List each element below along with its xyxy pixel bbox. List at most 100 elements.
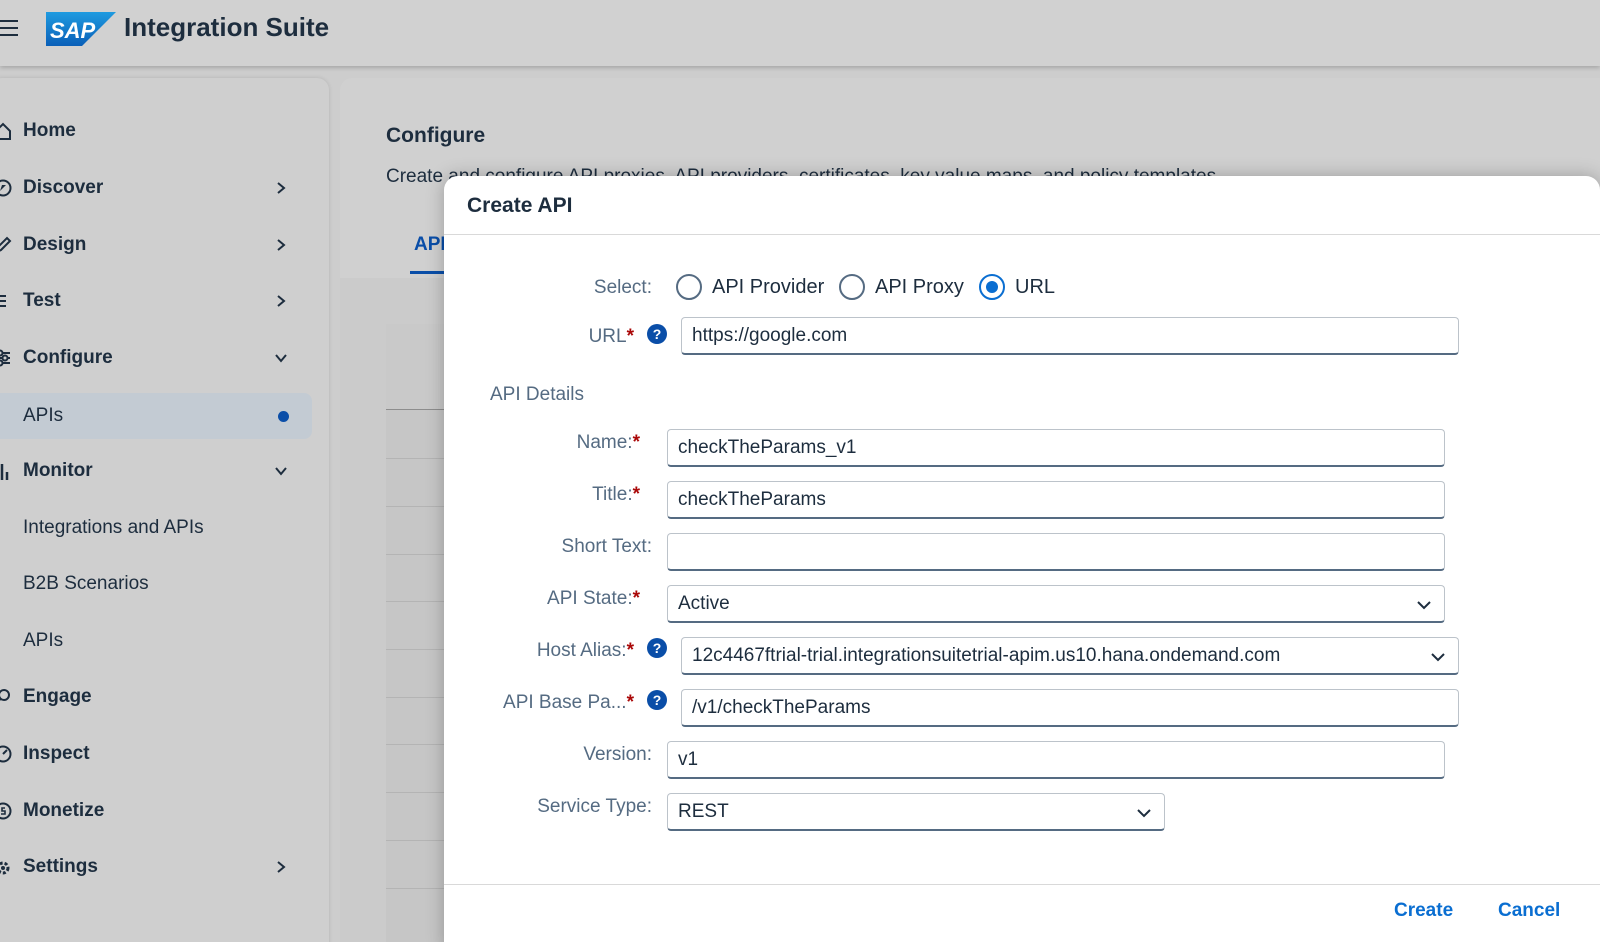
api-state-select[interactable]: Active <box>667 585 1445 623</box>
help-icon[interactable]: ? <box>647 690 667 710</box>
host-alias-value: 12c4467ftrial-trial.integrationsuitetria… <box>692 644 1281 666</box>
create-button[interactable]: Create <box>1394 900 1454 921</box>
chart-icon <box>0 464 9 480</box>
nav-item-apis-selected[interactable]: APIs <box>0 393 312 439</box>
service-type-label: Service Type: <box>537 796 652 817</box>
radio-label: URL <box>1015 275 1056 298</box>
required-mark: * <box>632 432 640 453</box>
version-input[interactable]: v1 <box>667 741 1445 779</box>
service-type-select[interactable]: REST <box>667 793 1165 831</box>
nav-label: APIs <box>23 405 64 426</box>
chevron-right-icon <box>277 861 286 873</box>
radio-circle-selected[interactable] <box>979 274 1005 300</box>
nav-item-monitor-apis[interactable]: APIs <box>0 618 310 664</box>
host-alias-select[interactable]: 12c4467ftrial-trial.integrationsuitetria… <box>681 637 1459 675</box>
name-label: Name:* <box>524 432 640 454</box>
required-mark: * <box>626 326 634 347</box>
pencil-icon <box>0 236 12 252</box>
name-value: checkTheParams_v1 <box>678 436 857 458</box>
help-icon[interactable]: ? <box>647 638 667 658</box>
help-icon[interactable]: ? <box>647 324 667 344</box>
api-base-path-input[interactable]: /v1/checkTheParams <box>681 689 1459 727</box>
menu-icon[interactable] <box>0 20 18 38</box>
home-icon <box>0 122 11 140</box>
required-mark: * <box>632 484 640 505</box>
required-mark: * <box>626 692 634 713</box>
required-mark: * <box>626 640 634 661</box>
nav-item-engage[interactable]: Engage <box>0 674 310 720</box>
radio-label: API Provider <box>712 275 825 298</box>
tab-underline <box>410 271 450 274</box>
chevron-down-icon[interactable] <box>1416 597 1432 613</box>
radio-circle[interactable] <box>676 274 702 300</box>
nav-item-b2b-scenarios[interactable]: B2B Scenarios <box>0 561 310 607</box>
url-input[interactable]: https://google.com <box>681 317 1459 355</box>
nav-label: Integrations and APIs <box>23 517 204 538</box>
api-base-path-label: API Base Pa...* <box>484 692 634 714</box>
chevron-down-icon[interactable] <box>1430 649 1446 665</box>
nav-item-settings[interactable]: Settings <box>0 844 310 890</box>
url-value: https://google.com <box>692 324 848 346</box>
name-input[interactable]: checkTheParams_v1 <box>667 429 1445 467</box>
nav-item-inspect[interactable]: Inspect <box>0 731 310 777</box>
nav-label: B2B Scenarios <box>23 573 149 594</box>
host-alias-label-text: Host Alias: <box>536 640 627 661</box>
name-label-text: Name: <box>576 432 633 453</box>
nav-label: Inspect <box>23 743 90 764</box>
radio-api-proxy[interactable]: API Proxy <box>839 274 964 300</box>
nav-item-design[interactable]: Design <box>0 222 310 268</box>
nav-label: Settings <box>23 856 98 877</box>
sliders-icon <box>0 349 10 367</box>
dialog-footer-divider <box>444 884 1600 885</box>
dialog-title: Create API <box>467 194 573 217</box>
api-state-value: Active <box>678 592 730 614</box>
nav-label: APIs <box>23 630 64 651</box>
api-details-section-title: API Details <box>490 384 584 405</box>
nav-item-monitor[interactable]: Monitor <box>0 448 310 494</box>
cancel-button[interactable]: Cancel <box>1498 900 1561 921</box>
chevron-right-icon <box>277 182 286 194</box>
radio-circle[interactable] <box>839 274 865 300</box>
coin-icon <box>0 802 12 820</box>
radio-label: API Proxy <box>875 275 964 298</box>
selected-indicator <box>278 411 289 422</box>
gauge-icon <box>0 745 12 763</box>
nav-label: Design <box>23 234 87 255</box>
svg-text:SAP: SAP <box>50 18 96 43</box>
nav-item-integrations-and-apis[interactable]: Integrations and APIs <box>0 505 310 551</box>
nav-label: Discover <box>23 177 104 198</box>
nav-item-configure[interactable]: Configure <box>0 335 310 381</box>
service-type-value: REST <box>678 800 729 822</box>
required-mark: * <box>632 588 640 609</box>
create-api-dialog: Create API Select: API Provider API Prox… <box>444 176 1600 942</box>
api-base-path-value: /v1/checkTheParams <box>692 696 871 718</box>
short-text-input[interactable] <box>667 533 1445 571</box>
api-base-path-label-text: API Base Pa... <box>503 692 627 713</box>
nav-label: Test <box>23 290 61 311</box>
chevron-down-icon <box>275 467 287 476</box>
nav-item-test[interactable]: Test <box>0 278 310 324</box>
radio-url[interactable]: URL <box>979 274 1055 300</box>
nav-label: Monitor <box>23 460 93 481</box>
nav-item-home[interactable]: Home <box>0 108 310 154</box>
url-label: URL* <box>524 326 634 348</box>
api-state-label: API State:* <box>524 588 640 610</box>
title-input[interactable]: checkTheParams <box>667 481 1445 519</box>
select-label: Select: <box>593 277 652 298</box>
radio-api-provider[interactable]: API Provider <box>676 274 824 300</box>
title-label-text: Title: <box>592 484 633 505</box>
nav-label: Configure <box>23 347 113 368</box>
chevron-down-icon[interactable] <box>1136 805 1152 821</box>
nav-label: Engage <box>23 686 92 707</box>
nav-item-discover[interactable]: Discover <box>0 165 310 211</box>
chevron-right-icon <box>277 239 286 251</box>
nav-label: Home <box>23 120 76 141</box>
app-title: Integration Suite <box>124 12 330 42</box>
nav-item-monetize[interactable]: Monetize <box>0 788 310 834</box>
title-label: Title:* <box>524 484 640 506</box>
list-icon <box>0 295 6 307</box>
gear-icon <box>0 861 10 875</box>
dialog-header-divider <box>444 234 1600 235</box>
sap-logo: SAP <box>46 12 116 46</box>
api-state-label-text: API State: <box>547 588 633 609</box>
